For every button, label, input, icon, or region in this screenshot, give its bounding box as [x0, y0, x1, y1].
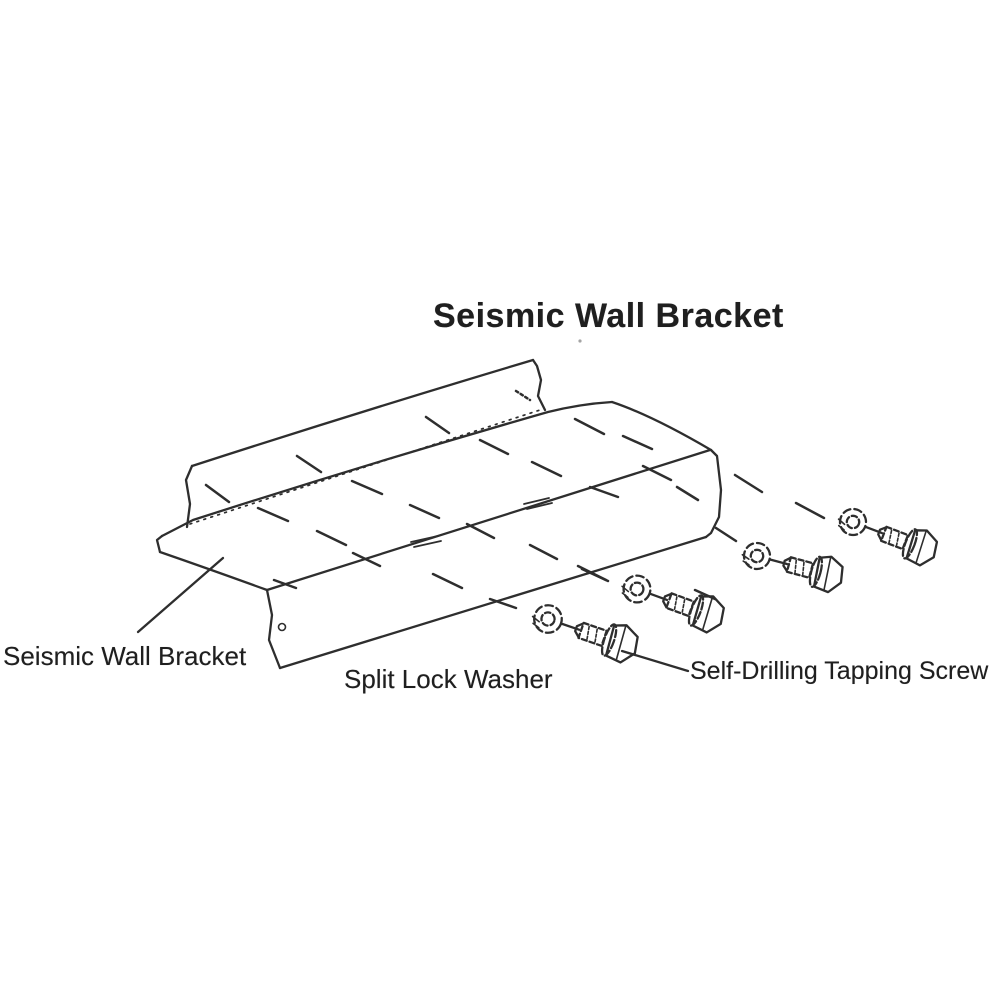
split-lock-washer-label: Split Lock Washer — [344, 664, 553, 694]
flange-hole — [279, 624, 286, 631]
screw-assembly-2 — [737, 533, 848, 596]
hole-dashes — [206, 391, 698, 588]
bracket-label: Seismic Wall Bracket — [3, 641, 247, 671]
front-flange — [267, 450, 721, 668]
scan-speck — [578, 339, 582, 343]
screw-assembly-1 — [832, 498, 943, 571]
diagram-title: Seismic Wall Bracket — [433, 297, 784, 335]
self-drilling-tapping-screw-label: Self-Drilling Tapping Screw — [690, 657, 989, 685]
screw-assembly-3 — [615, 564, 730, 638]
screw-leader-line — [622, 651, 688, 671]
wall-bracket-drawing — [157, 360, 721, 668]
back-flange — [186, 360, 545, 527]
screw-assembly-4 — [526, 594, 644, 668]
projection-dashes — [490, 475, 824, 608]
bracket-leader-line — [138, 558, 223, 632]
